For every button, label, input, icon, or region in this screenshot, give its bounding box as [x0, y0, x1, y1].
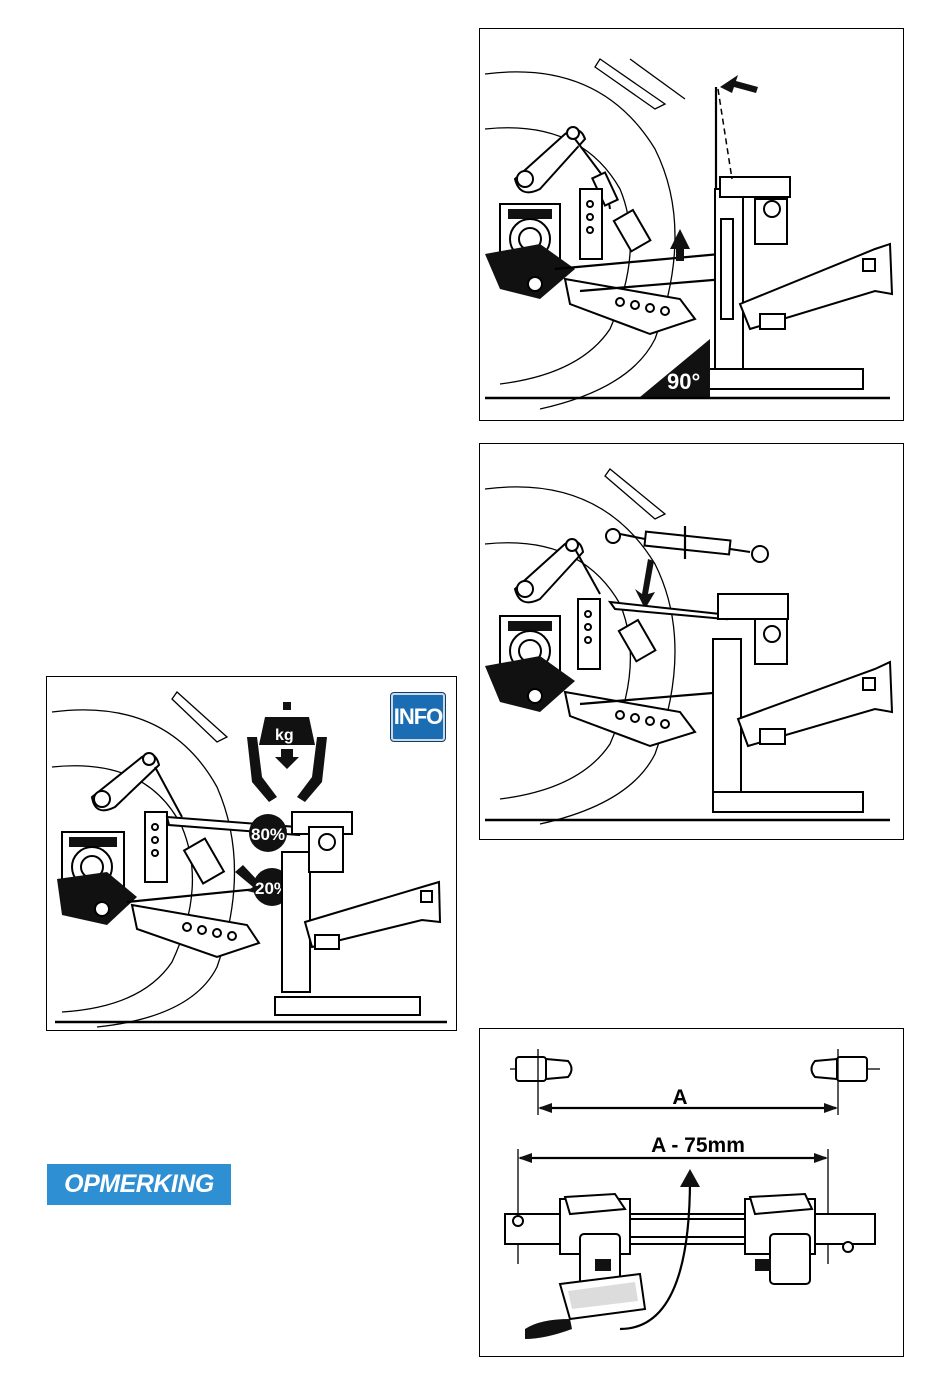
figure-pto-shaft: A A - 75mm [479, 1028, 904, 1357]
hitch-angle-illustration: 90° [480, 29, 903, 420]
weight-hands-icon: kg [247, 702, 327, 802]
figure-top-link [479, 443, 904, 840]
note-badge: OPMERKING [47, 1164, 231, 1205]
top-link-illustration [480, 444, 903, 839]
info-badge: INFO [391, 693, 445, 741]
shaft-end-right [812, 1057, 881, 1081]
dimension-full-label: A [672, 1086, 687, 1109]
angle-label: 90° [667, 369, 700, 394]
pto-shaft-illustration: A A - 75mm [480, 1029, 903, 1356]
upper-share-label: 80% [251, 825, 285, 844]
dimension-shortened-label: A - 75mm [651, 1134, 745, 1157]
figure-load-distribution: kg 80% 20% [46, 676, 457, 1031]
shaft-end-left [510, 1057, 572, 1081]
weight-label: kg [275, 727, 294, 744]
figure-hitch-angle: 90° [479, 28, 904, 421]
